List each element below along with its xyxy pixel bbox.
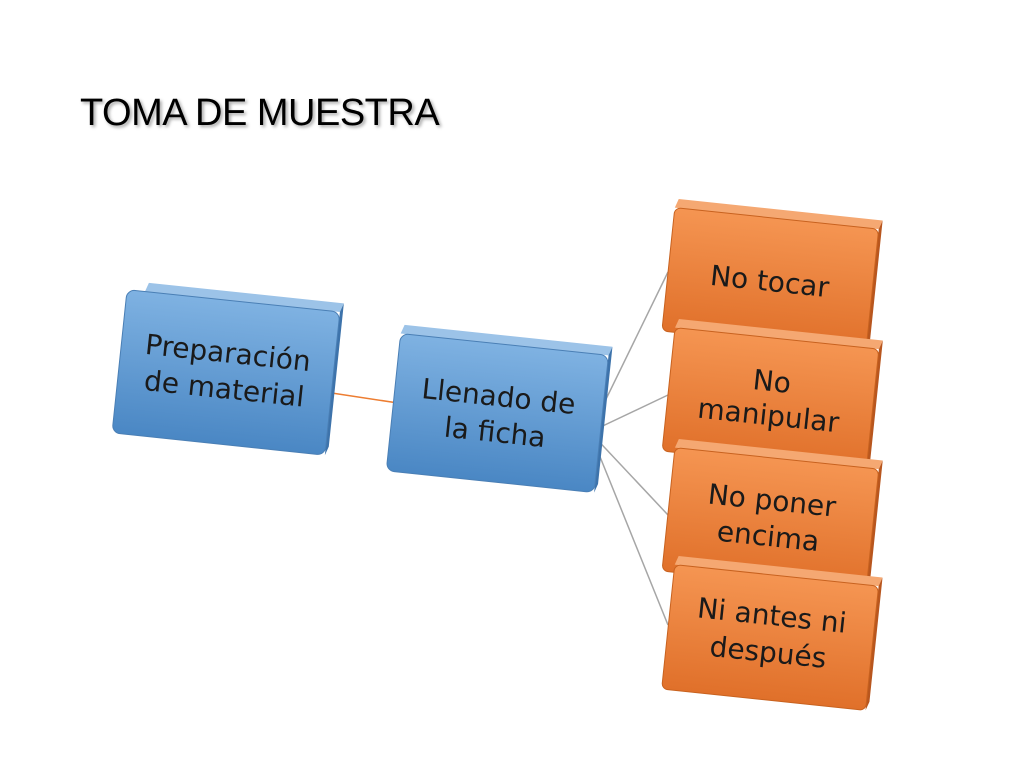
node-root-front — [112, 289, 340, 455]
node-leaf-no-manipular: No manipular — [662, 319, 883, 473]
connector-middle-leaf-3 — [589, 431, 669, 516]
node-root: Preparación de material — [112, 282, 344, 456]
node-leaf-1-side — [865, 220, 883, 353]
node-root-top — [144, 282, 344, 312]
node-middle: Llenado de la ficha — [386, 324, 613, 493]
node-leaf-4-front — [661, 564, 879, 711]
node-root-side — [324, 303, 344, 456]
connector-middle-leaf-4 — [589, 431, 669, 626]
node-middle-side — [594, 346, 613, 493]
node-leaf-2-top — [675, 319, 883, 350]
node-leaf-no-tocar: No tocar — [661, 199, 883, 353]
node-leaf-ni-antes-ni-despues: Ni antes ni después — [661, 556, 883, 711]
node-leaf-no-poner-encima: No poner encima — [662, 439, 883, 593]
node-leaf-2-side — [865, 340, 883, 473]
node-leaf-4-side — [865, 577, 883, 711]
node-leaf-3-top — [674, 439, 883, 470]
slide-title: TOMA DE MUESTRA — [80, 92, 440, 134]
node-leaf-1-top — [674, 199, 883, 230]
node-middle-top — [400, 324, 613, 356]
node-leaf-2-label-1: No — [751, 363, 792, 400]
node-middle-front — [386, 333, 609, 493]
node-leaf-3-side — [865, 460, 883, 593]
node-leaf-4-top — [674, 556, 883, 587]
